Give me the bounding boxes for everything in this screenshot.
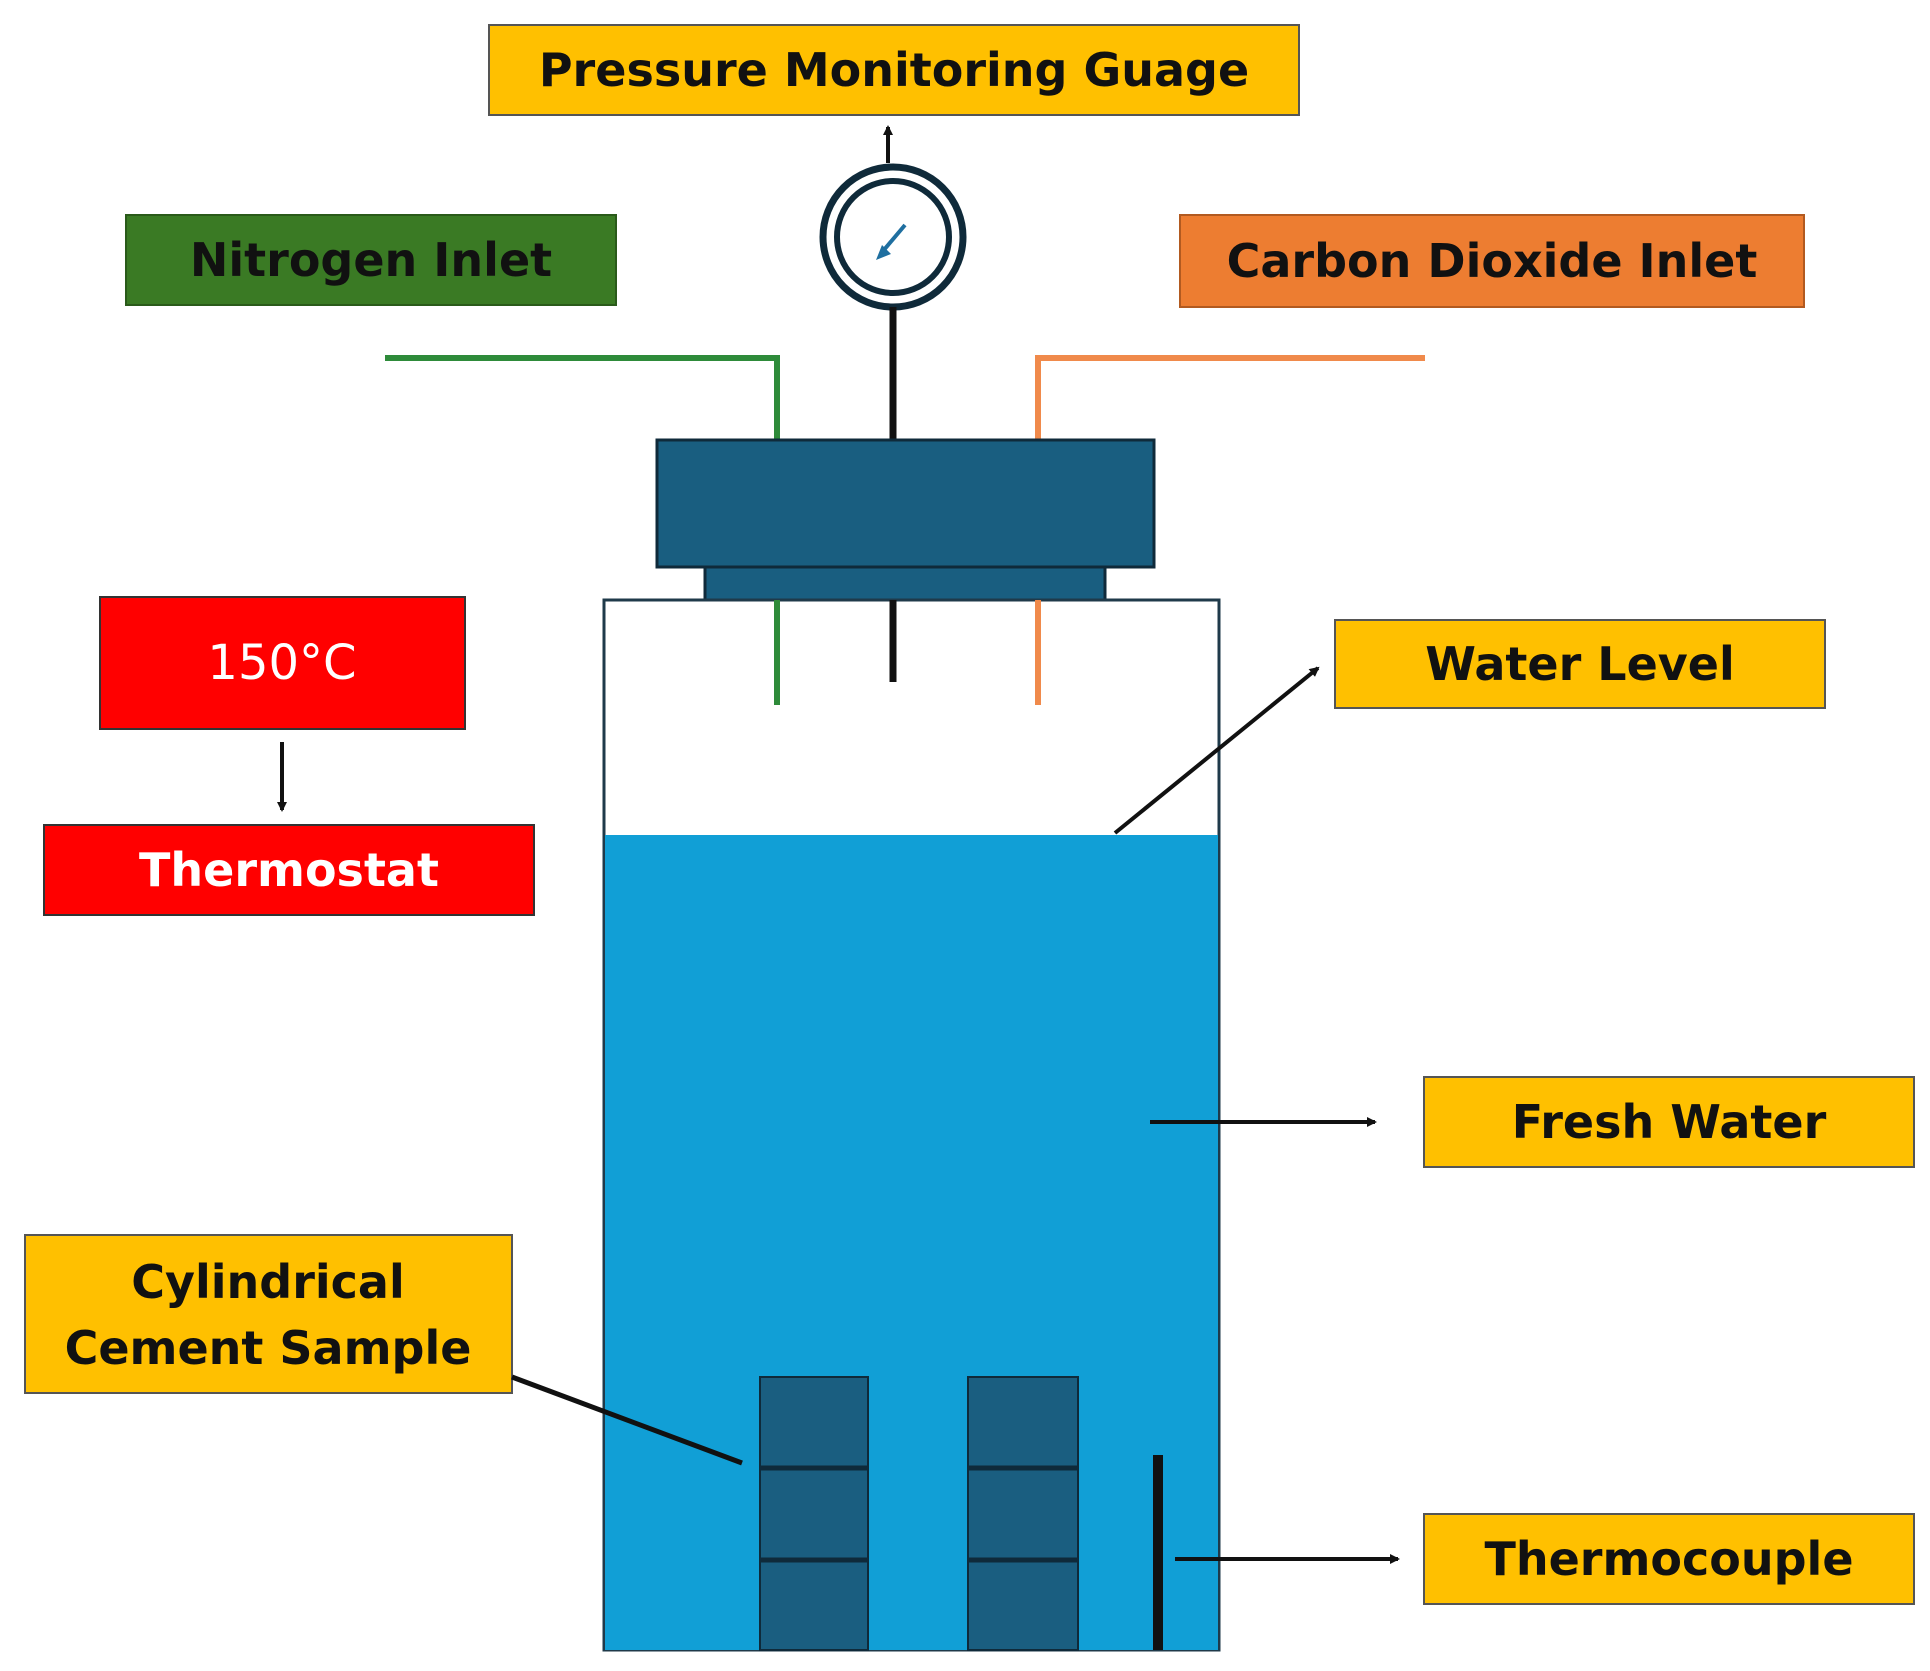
cement-sample-label-line1: Cylindrical <box>131 1255 404 1309</box>
pressure-gauge-label: Pressure Monitoring Guage <box>539 43 1249 97</box>
thermocouple-label: Thermocouple <box>1484 1532 1853 1586</box>
cement-sample-label-box: Cylindrical Cement Sample <box>24 1234 513 1394</box>
thermocouple-label-box: Thermocouple <box>1423 1513 1915 1605</box>
nitrogen-pipe-outer <box>385 355 780 440</box>
co2-inlet-label-box: Carbon Dioxide Inlet <box>1179 214 1805 308</box>
co2-pipe-outer <box>1035 355 1425 440</box>
reactor-lid <box>655 438 1156 569</box>
temperature-label: 150°C <box>207 635 356 691</box>
reactor-lid-seal <box>703 565 1107 602</box>
water-level-arrow <box>1113 666 1320 835</box>
fresh-water-body <box>605 835 1218 1650</box>
cement-sample-label-line2: Cement Sample <box>65 1321 472 1375</box>
nitrogen-inlet-label-box: Nitrogen Inlet <box>125 214 617 306</box>
co2-inlet-label: Carbon Dioxide Inlet <box>1227 234 1758 288</box>
fresh-water-label-box: Fresh Water <box>1423 1076 1915 1168</box>
cement-sample-left <box>759 1376 869 1651</box>
cement-sample-pointer <box>511 1374 743 1466</box>
temperature-label-box: 150°C <box>99 596 466 730</box>
water-level-label: Water Level <box>1425 637 1735 691</box>
cement-sample-right <box>967 1376 1079 1651</box>
thermostat-label-box: Thermostat <box>43 824 535 916</box>
water-level-label-box: Water Level <box>1334 619 1826 709</box>
thermostat-label: Thermostat <box>139 843 439 897</box>
pressure-gauge-label-box: Pressure Monitoring Guage <box>488 24 1300 116</box>
fresh-water-label: Fresh Water <box>1512 1095 1827 1149</box>
nitrogen-inlet-label: Nitrogen Inlet <box>190 233 552 287</box>
pressure-gauge-icon <box>819 163 967 311</box>
